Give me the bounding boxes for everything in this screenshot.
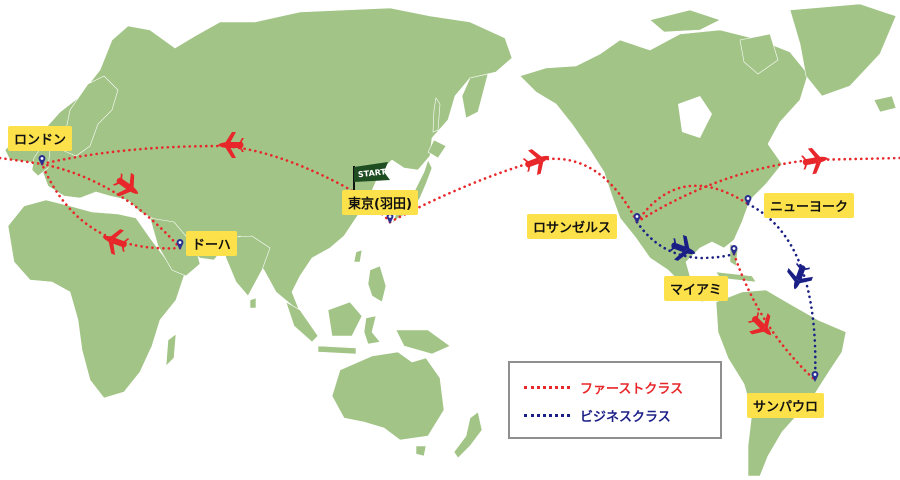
hokkaido	[427, 139, 447, 159]
arctic-islands	[649, 9, 721, 33]
madagascar	[165, 333, 177, 367]
new-guinea	[395, 329, 451, 355]
arabia	[149, 217, 201, 277]
route-la-miami	[635, 220, 736, 260]
start-flag-text: START	[358, 167, 387, 179]
legend-first-class-label: ファーストクラス	[580, 381, 684, 397]
greenland	[789, 3, 897, 97]
australia	[331, 351, 445, 441]
sumatra	[285, 301, 319, 343]
airplane-icon	[782, 260, 816, 294]
sri-lanka	[249, 297, 257, 309]
hudson-bay	[678, 96, 712, 138]
legend-business-class: ビジネスクラス	[524, 405, 671, 425]
taiwan	[353, 249, 363, 263]
city-label-doha: ドーハ	[186, 231, 237, 256]
start-flag-icon: START	[353, 162, 390, 190]
sulawesi	[363, 315, 381, 345]
legend-first-class-line	[524, 385, 570, 389]
scandinavia	[61, 75, 119, 157]
africa	[7, 199, 187, 399]
north-america	[519, 29, 809, 303]
sakhalin	[432, 97, 441, 133]
city-label-sao-paulo: サンパウロ	[747, 393, 825, 418]
legend-business-class-line	[524, 413, 570, 417]
airplane-icon	[520, 144, 554, 178]
route-la-ny	[635, 184, 750, 224]
new-zealand	[453, 411, 483, 459]
route-doha-london-south	[40, 162, 182, 250]
borneo	[327, 301, 363, 337]
kamchatka	[461, 73, 489, 119]
city-label-tokyo: 東京(羽田)	[342, 190, 418, 215]
legend-first-class: ファーストクラス	[524, 377, 683, 397]
legend: ファーストクラス ビジネスクラス	[508, 361, 722, 439]
route-london-west-edge	[0, 156, 44, 166]
city-label-new-york: ニューヨーク	[764, 193, 855, 218]
philippines	[367, 265, 387, 303]
south-america	[715, 289, 847, 477]
route-tokyo-la	[388, 157, 639, 224]
java	[317, 345, 357, 355]
legend-business-class-label: ビジネスクラス	[580, 409, 671, 425]
city-label-los-angeles: ロサンゼルス	[527, 214, 618, 239]
route-london-doha-north	[40, 162, 182, 250]
baffin-island	[739, 33, 779, 75]
tasmania	[415, 445, 427, 457]
airplane-icon	[799, 145, 831, 176]
city-label-london: ロンドン	[8, 126, 73, 151]
iceland	[873, 95, 897, 113]
city-label-miami: マイアミ	[664, 276, 728, 301]
